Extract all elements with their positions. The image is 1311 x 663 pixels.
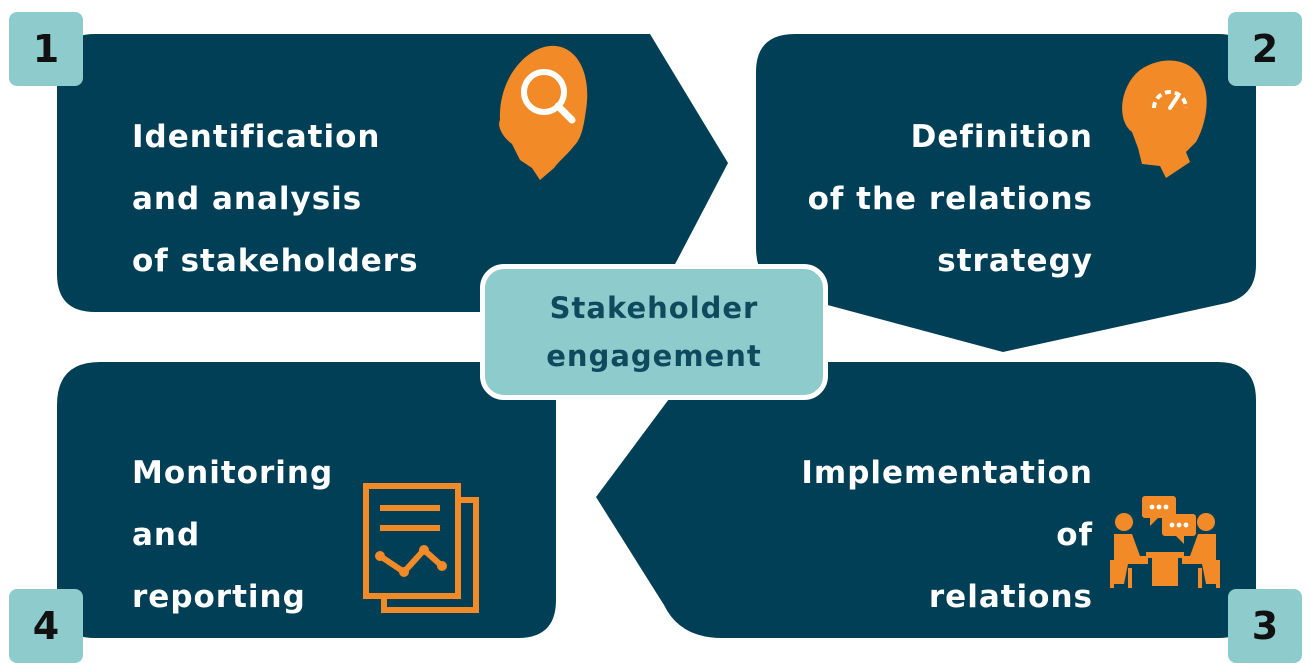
step-4-label: Monitoring and reporting <box>132 442 333 628</box>
step-2-label: Definition of the relations strategy <box>808 106 1093 292</box>
step-2-number-badge: 2 <box>1228 12 1302 86</box>
step-1-line-2: and analysis <box>132 181 363 217</box>
step-2-line-1: Definition <box>910 119 1093 155</box>
step-3-line-2: of <box>1056 517 1093 553</box>
meeting-people-icon <box>1110 496 1220 588</box>
step-1-number-badge: 1 <box>9 12 83 86</box>
step-1-line-3: of stakeholders <box>132 243 419 279</box>
step-3-label: Implementation of relations <box>801 442 1093 628</box>
step-3-number-badge: 3 <box>1228 589 1302 663</box>
step-3-panel <box>596 362 1256 638</box>
step-3-line-3: relations <box>928 579 1093 615</box>
step-2-line-2: of the relations <box>807 181 1093 217</box>
center-title-line-1: Stakeholder <box>549 291 759 325</box>
center-title-box: Stakeholder engagement <box>480 264 828 400</box>
step-3-line-1: Implementation <box>801 455 1093 491</box>
step-2-line-3: strategy <box>937 243 1093 279</box>
head-search-icon <box>499 45 588 180</box>
step-1-label: Identification and analysis of stakehold… <box>132 106 419 292</box>
center-title-line-2: engagement <box>546 339 762 373</box>
report-chart-icon <box>363 483 479 613</box>
head-gauge-icon <box>1122 60 1207 178</box>
step-4-number-badge: 4 <box>9 589 83 663</box>
step-4-line-2: and <box>132 517 201 553</box>
step-4-line-1: Monitoring <box>132 455 334 491</box>
step-1-line-1: Identification <box>132 119 381 155</box>
step-4-line-3: reporting <box>132 579 306 615</box>
